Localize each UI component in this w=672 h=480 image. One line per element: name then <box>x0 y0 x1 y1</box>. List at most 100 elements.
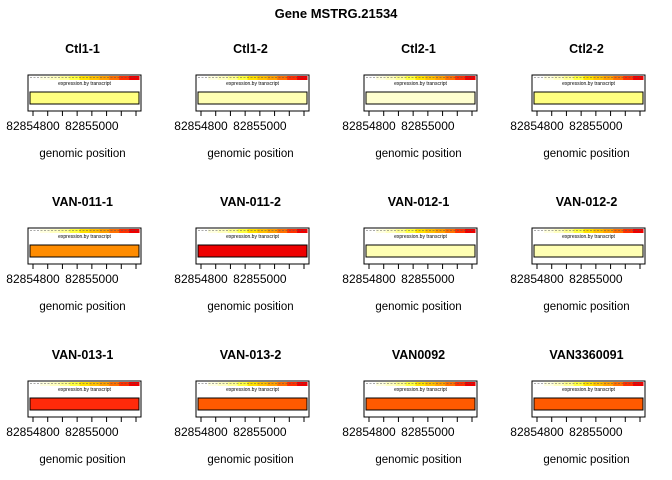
legend-swatch <box>227 229 239 233</box>
legend-swatch <box>455 382 466 386</box>
legend-swatch <box>435 229 446 233</box>
legend-swatch <box>247 382 258 386</box>
legend-swatch <box>563 382 575 386</box>
legend-swatch <box>415 229 426 233</box>
transcript-bar <box>533 244 644 258</box>
x-tick-label: 82855000 <box>401 272 455 286</box>
x-tick-label: 82854800 <box>174 272 228 286</box>
legend-swatch <box>109 229 120 233</box>
legend-swatch <box>395 382 407 386</box>
legend-swatch <box>109 382 120 386</box>
legend-swatch <box>297 229 308 233</box>
legend-swatch <box>573 229 585 233</box>
legend-swatch <box>59 229 71 233</box>
x-axis-title: genomic position <box>543 148 629 160</box>
legend-swatch <box>405 76 417 80</box>
legend-caption: expression.by transcript <box>58 234 111 240</box>
legend-swatch <box>425 382 436 386</box>
legend-swatch <box>593 229 604 233</box>
legend-swatch <box>39 76 51 80</box>
legend-swatch <box>79 229 90 233</box>
legend-caption: expression.by transcript <box>562 234 615 240</box>
x-tick-label: 82855000 <box>401 119 455 133</box>
legend-swatch <box>385 229 397 233</box>
legend-swatch <box>385 76 397 80</box>
legend-caption: expression.by transcript <box>394 387 447 393</box>
x-tick-label: 82854800 <box>174 119 228 133</box>
legend-swatch <box>543 229 555 233</box>
panel-title: Ctl2-1 <box>401 42 436 56</box>
legend-swatch <box>277 76 288 80</box>
legend-swatch <box>69 76 81 80</box>
x-tick-label: 82855000 <box>569 425 623 439</box>
legend-swatch <box>237 229 249 233</box>
legend-swatch <box>89 229 100 233</box>
legend-swatch <box>613 382 624 386</box>
legend-swatch <box>30 76 41 80</box>
legend-swatch <box>198 76 209 80</box>
legend-caption: expression.by transcript <box>226 81 279 87</box>
legend-swatch <box>257 382 268 386</box>
x-tick-label: 82855000 <box>65 425 119 439</box>
x-tick-label: 82854800 <box>342 119 396 133</box>
legend-swatch <box>633 76 644 80</box>
legend-swatch <box>237 382 249 386</box>
x-tick-label: 82854800 <box>342 272 396 286</box>
x-tick-label: 82854800 <box>6 272 60 286</box>
legend-swatch <box>593 76 604 80</box>
legend-swatch <box>603 229 614 233</box>
x-tick-label: 82854800 <box>510 425 564 439</box>
legend-swatch <box>119 76 130 80</box>
legend-swatch <box>633 229 644 233</box>
legend-swatch <box>247 229 258 233</box>
panel-title: Ctl2-2 <box>569 42 604 56</box>
x-tick-label: 82854800 <box>342 425 396 439</box>
legend-swatch <box>366 76 377 80</box>
legend-swatch <box>69 382 81 386</box>
legend-swatch <box>603 76 614 80</box>
legend-swatch <box>593 382 604 386</box>
legend-swatch <box>59 382 71 386</box>
legend-swatch <box>217 76 229 80</box>
legend-swatch <box>198 229 209 233</box>
x-tick-label: 82855000 <box>401 425 455 439</box>
legend-swatch <box>297 382 308 386</box>
legend-swatch <box>49 229 61 233</box>
legend-swatch <box>89 76 100 80</box>
legend-swatch <box>59 76 71 80</box>
panel-title: VAN-013-2 <box>220 348 282 362</box>
legend-swatch <box>69 229 81 233</box>
transcript-bar <box>365 91 476 105</box>
transcript-bar <box>29 397 140 411</box>
transcript-bar <box>365 397 476 411</box>
legend-swatch <box>623 229 634 233</box>
legend-swatch <box>425 229 436 233</box>
x-axis-title: genomic position <box>375 454 461 466</box>
legend-swatch <box>277 382 288 386</box>
legend-swatch <box>129 382 140 386</box>
transcript-bar <box>533 397 644 411</box>
legend-caption: expression.by transcript <box>226 234 279 240</box>
legend-swatch <box>30 229 41 233</box>
legend-swatch <box>198 382 209 386</box>
legend-caption: expression.by transcript <box>394 234 447 240</box>
legend-swatch <box>99 229 110 233</box>
transcript-bar <box>197 244 308 258</box>
legend-swatch <box>129 76 140 80</box>
legend-swatch <box>375 229 387 233</box>
x-axis-title: genomic position <box>375 148 461 160</box>
x-tick-label: 82855000 <box>569 272 623 286</box>
transcript-bar <box>29 244 140 258</box>
legend-swatch <box>129 229 140 233</box>
x-axis-title: genomic position <box>39 148 125 160</box>
legend-swatch <box>445 229 456 233</box>
x-tick-label: 82855000 <box>65 119 119 133</box>
legend-caption: expression.by transcript <box>58 387 111 393</box>
legend-caption: expression.by transcript <box>562 387 615 393</box>
legend-swatch <box>553 76 565 80</box>
transcript-bar <box>29 91 140 105</box>
